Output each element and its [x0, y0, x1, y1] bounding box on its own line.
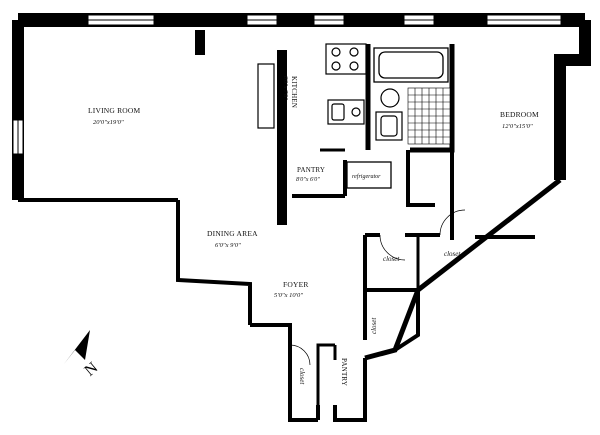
closet-label-hall-right: closet [444, 250, 461, 258]
bath-tile-floor [407, 87, 451, 145]
kitchen-dims: 8'0"x 7'8" [282, 76, 288, 100]
windows [12, 14, 562, 155]
bathtub-icon [373, 47, 449, 83]
toilet-icon [380, 88, 400, 108]
dining-area-name: DINING AREA [207, 229, 258, 238]
refrigerator-box [346, 161, 392, 189]
foyer-dims: 5'0"x 10'0" [274, 292, 303, 299]
kitchen-counter [257, 63, 275, 129]
bedroom-name: BEDROOM [500, 110, 539, 119]
pantry-name: PANTRY [297, 166, 325, 174]
door-swings [289, 209, 466, 366]
pantry-dims: 8'0"x 6'0" [296, 177, 320, 183]
compass-arrow-icon: N [64, 330, 102, 380]
pantry-bottom-name: PANTRY [340, 358, 348, 386]
kitchen-name: KITCHEN [290, 76, 298, 108]
closet-label-hall-left: closet [383, 255, 400, 263]
dining-area-dims: 6'0"x 9'0" [215, 242, 241, 249]
refrigerator-label: refrigerator [352, 173, 381, 180]
closet-label-bottom: closet [298, 368, 306, 385]
living-room-name: LIVING ROOM [88, 106, 141, 115]
compass-letter: N [82, 359, 102, 380]
exterior-walls [12, 13, 591, 422]
kitchen-sink-icon [327, 99, 365, 125]
bedroom-dims: 12'0"x15'0" [502, 123, 533, 130]
interior-walls [195, 30, 535, 405]
living-room-dims: 20'0"x19'0" [93, 119, 124, 126]
stove-icon [325, 43, 367, 75]
bath-sink-icon [375, 111, 403, 141]
foyer-name: FOYER [283, 280, 309, 289]
closet-label-diagonal: closet [370, 317, 378, 334]
